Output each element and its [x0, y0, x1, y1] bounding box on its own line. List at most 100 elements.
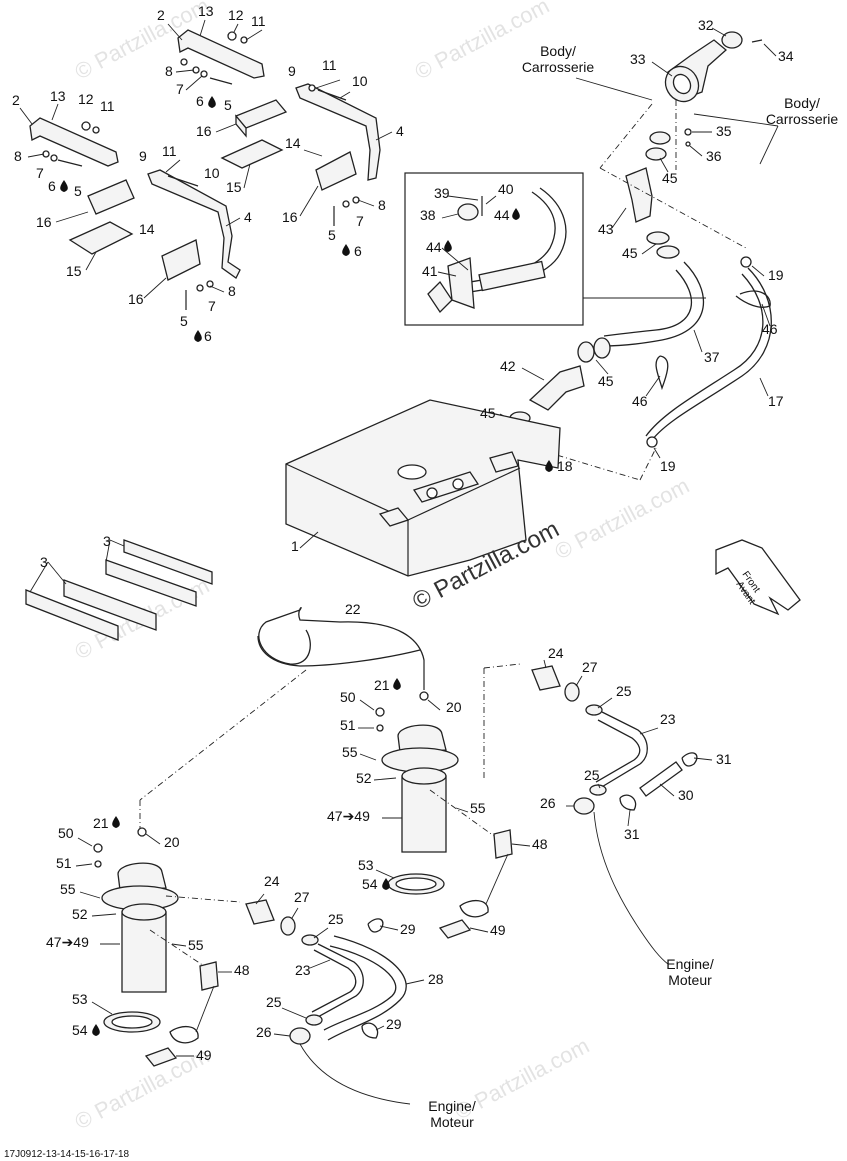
callout-c55b: 55 [470, 800, 486, 816]
callout-c45c: 45 [598, 373, 614, 389]
callout-c7d: 7 [208, 298, 216, 314]
callout-c43: 43 [598, 221, 614, 237]
callout-c7a: 7 [176, 81, 184, 97]
callout-c49b: 49 [196, 1047, 212, 1063]
callout-c15a: 15 [226, 179, 242, 195]
callout-c3a: 3 [103, 533, 111, 549]
callout-c55d: 55 [188, 937, 204, 953]
callout-c5c: 5 [74, 183, 82, 199]
callout-c9b: 9 [139, 148, 147, 164]
body-reference-lines [519, 77, 779, 481]
drop-icon [393, 678, 401, 690]
callout-c4a: 4 [396, 123, 404, 139]
callout-c12a: 12 [228, 7, 244, 23]
filler-inset [404, 172, 706, 326]
callout-c31a: 31 [716, 751, 732, 767]
callout-c4b: 4 [244, 209, 252, 225]
fuel-line-22 [139, 606, 425, 830]
drop-icon [60, 180, 68, 192]
callout-c45a: 45 [662, 170, 678, 186]
callout-c42: 42 [500, 358, 516, 374]
callout-c20b: 20 [164, 834, 180, 850]
callout-c11d: 11 [162, 143, 177, 159]
drop-icon [512, 208, 520, 220]
callout-c26b: 26 [256, 1024, 272, 1040]
drop-icon [194, 330, 202, 342]
callout-c48a: 48 [532, 836, 548, 852]
pump-leaders [75, 699, 531, 1057]
callout-c24a: 24 [548, 645, 564, 661]
fuel-pump-left [93, 827, 241, 1067]
fuel-lines-left [245, 893, 425, 1105]
svg-text:© Partzilla.com: © Partzilla.com [71, 1043, 214, 1135]
callout-c14a: 14 [285, 135, 301, 151]
callout-c35: 35 [716, 123, 732, 139]
callout-c25d: 25 [266, 994, 282, 1010]
callout-c10b: 10 [204, 165, 220, 181]
callout-c31b: 31 [624, 826, 640, 842]
callout-c13b: 13 [50, 88, 66, 104]
bracket-assembly-top [177, 29, 381, 226]
callout-c41: 41 [422, 263, 438, 279]
callout-c5d: 5 [180, 313, 188, 329]
engine-label-2-line2: Moteur [430, 1114, 474, 1130]
callout-c16a: 16 [196, 123, 212, 139]
callout-c50b: 50 [58, 825, 74, 841]
callout-c54a: 54 [362, 876, 378, 892]
callout-c34: 34 [778, 48, 794, 64]
callout-c46a: 46 [762, 321, 778, 337]
callout-c18: 18 [557, 458, 573, 474]
callout-c46b: 46 [632, 393, 648, 409]
callout-c9a: 9 [288, 63, 296, 79]
callout-c44b: 44 [426, 239, 442, 255]
tank-pads [25, 539, 213, 641]
fuel-lines-right [531, 659, 713, 965]
drop-icon [545, 460, 553, 472]
callout-c21a: 21 [374, 677, 390, 693]
callout-c53a: 53 [358, 857, 374, 873]
drop-icon [208, 96, 216, 108]
callout-c22: 22 [345, 601, 361, 617]
callout-c20a: 20 [446, 699, 462, 715]
callout-c25a: 25 [616, 683, 632, 699]
callout-c53b: 53 [72, 991, 88, 1007]
bracket-assembly-left [29, 117, 241, 310]
callout-c16b: 16 [282, 209, 298, 225]
callout-c17: 17 [768, 393, 784, 409]
callout-c8b: 8 [378, 197, 386, 213]
callout-c51a: 51 [340, 717, 356, 733]
callout-c52a: 52 [356, 770, 372, 786]
callout-c28: 28 [428, 971, 444, 987]
callout-c5a: 5 [224, 97, 232, 113]
callout-c3b: 3 [40, 554, 48, 570]
callout-c47a: 47➔49 [327, 808, 370, 824]
lubricant-drop-icons [60, 96, 553, 1036]
callout-c19b: 19 [660, 458, 676, 474]
callout-c6d: 6 [204, 328, 212, 344]
callout-c11b: 11 [322, 57, 337, 73]
body-label-1-line1: Body/ [540, 43, 576, 59]
callout-c27a: 27 [582, 659, 598, 675]
callout-c15b: 15 [66, 263, 82, 279]
callout-c7c: 7 [36, 165, 44, 181]
callout-c21b: 21 [93, 815, 109, 831]
callout-c44a: 44 [494, 207, 510, 223]
callout-c25c: 25 [328, 911, 344, 927]
callout-c45d: 45 [480, 405, 496, 421]
fuel-tank [285, 399, 561, 577]
callout-c24b: 24 [264, 873, 280, 889]
callout-c33: 33 [630, 51, 646, 67]
drop-icon [382, 878, 390, 890]
drop-icon [112, 816, 120, 828]
callout-c32: 32 [698, 17, 714, 33]
callout-c29b: 29 [386, 1016, 402, 1032]
callout-c55a: 55 [342, 744, 358, 760]
callout-c48b: 48 [234, 962, 250, 978]
callout-c50a: 50 [340, 689, 356, 705]
fuel-pump-right [375, 663, 521, 939]
filler-neck-assembly [507, 31, 772, 448]
callout-c13a: 13 [198, 3, 214, 19]
drop-icon [92, 1024, 100, 1036]
